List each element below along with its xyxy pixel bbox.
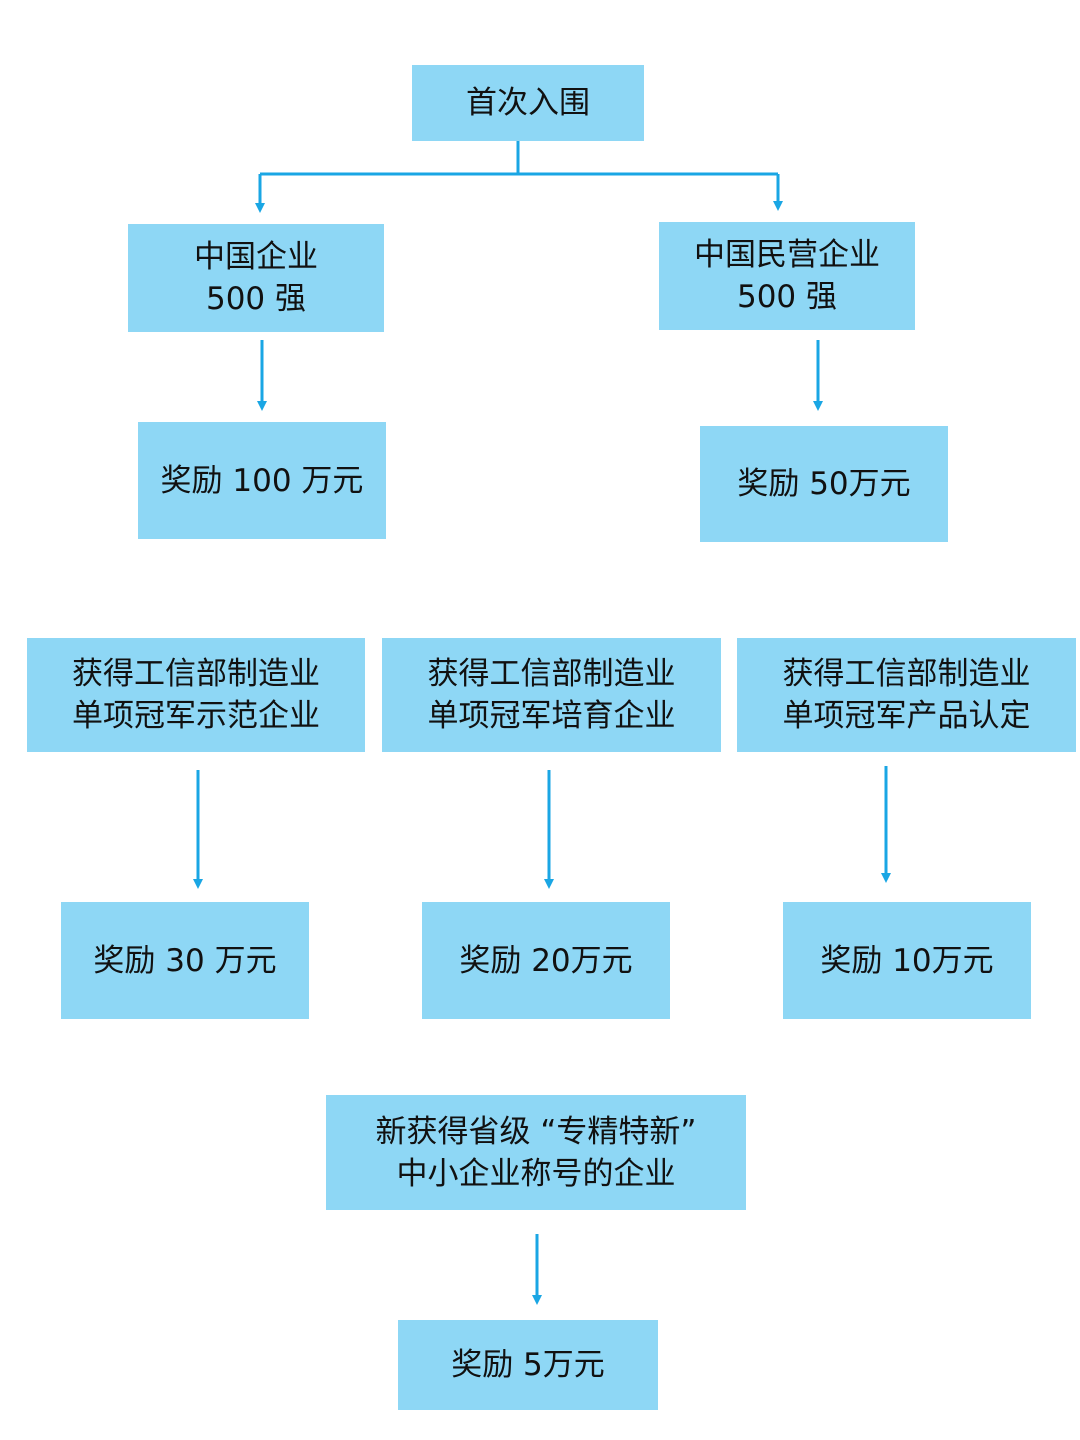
node-champion-cultivate-line1: 获得工信部制造业 (427, 656, 676, 692)
node-reward-30-label: 奖励 30 万元 (93, 942, 277, 979)
node-champion-demo: 获得工信部制造业 单项冠军示范企业 (27, 638, 365, 752)
node-china-top500-line1: 中国企业 (194, 239, 318, 275)
node-reward-100-label: 奖励 100 万元 (160, 462, 364, 499)
node-china-top500: 中国企业 500 强 (128, 224, 384, 332)
node-champion-product-line1: 获得工信部制造业 (782, 656, 1031, 692)
node-reward-10: 奖励 10万元 (783, 902, 1031, 1019)
node-reward-20: 奖励 20万元 (422, 902, 670, 1019)
node-private-top500: 中国民营企业 500 强 (659, 222, 915, 330)
node-private-top500-line2: 500 强 (736, 279, 838, 315)
node-champion-cultivate: 获得工信部制造业 单项冠军培育企业 (382, 638, 721, 752)
node-reward-50-label: 奖励 50万元 (737, 466, 911, 502)
node-china-top500-line2: 500 强 (205, 281, 307, 317)
node-reward-50: 奖励 50万元 (700, 426, 948, 542)
node-champion-demo-line2: 单项冠军示范企业 (72, 698, 320, 734)
node-champion-demo-line1: 获得工信部制造业 (72, 656, 320, 692)
node-champion-product-line2: 单项冠军产品认定 (782, 698, 1031, 734)
node-reward-5-label: 奖励 5万元 (451, 1347, 605, 1383)
node-reward-5: 奖励 5万元 (398, 1320, 658, 1410)
node-champion-product: 获得工信部制造业 单项冠军产品认定 (737, 638, 1076, 752)
node-reward-10-label: 奖励 10万元 (820, 942, 994, 979)
node-first-entry-label: 首次入围 (466, 85, 590, 121)
node-reward-20-label: 奖励 20万元 (459, 942, 633, 979)
node-specialized: 新获得省级 “专精特新” 中小企业称号的企业 (326, 1095, 746, 1210)
node-specialized-line1: 新获得省级 “专精特新” (375, 1113, 697, 1150)
node-champion-cultivate-line2: 单项冠军培育企业 (427, 698, 676, 734)
node-private-top500-line1: 中国民营企业 (694, 237, 880, 273)
node-first-entry: 首次入围 (412, 65, 644, 141)
node-reward-100: 奖励 100 万元 (138, 422, 386, 539)
node-reward-30: 奖励 30 万元 (61, 902, 309, 1019)
node-specialized-line2: 中小企业称号的企业 (396, 1155, 676, 1192)
